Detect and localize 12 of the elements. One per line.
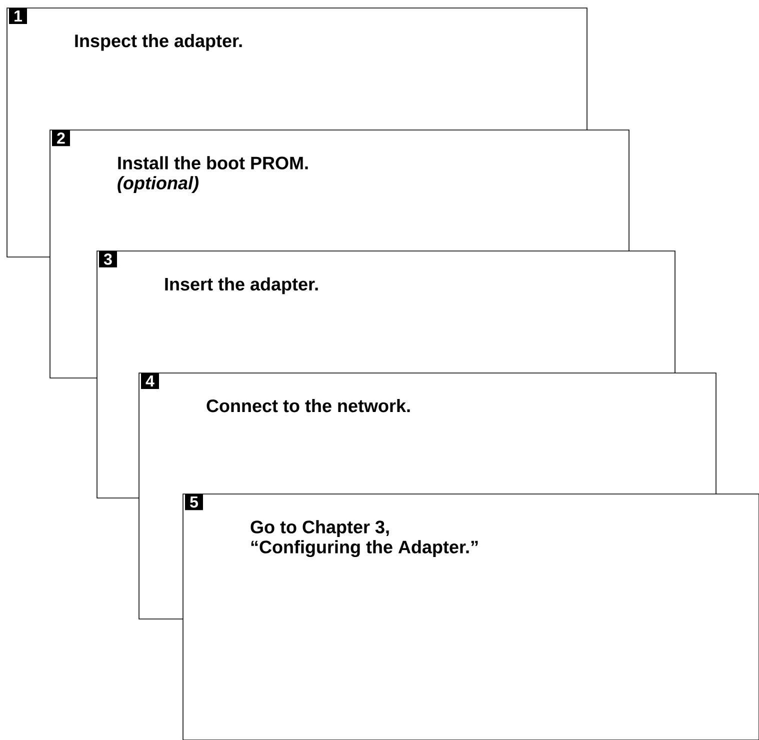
step-number: 1 xyxy=(9,8,27,24)
step-card xyxy=(182,494,759,740)
step-text: Connect to the network. xyxy=(206,399,410,412)
step-text: Go to Chapter 3, “Configuring the Adapter.” xyxy=(250,520,478,558)
step-number: 2 xyxy=(52,130,70,146)
step-text: Install the boot PROM. xyxy=(118,156,308,170)
step-text: Insert the adapter. xyxy=(165,277,318,294)
note-text: (optional) xyxy=(118,176,198,193)
step-number: 3 xyxy=(99,251,117,268)
step-number: 4 xyxy=(141,373,159,390)
step-number: 5 xyxy=(185,494,203,510)
step-text: Inspect the adapter. xyxy=(75,34,242,51)
